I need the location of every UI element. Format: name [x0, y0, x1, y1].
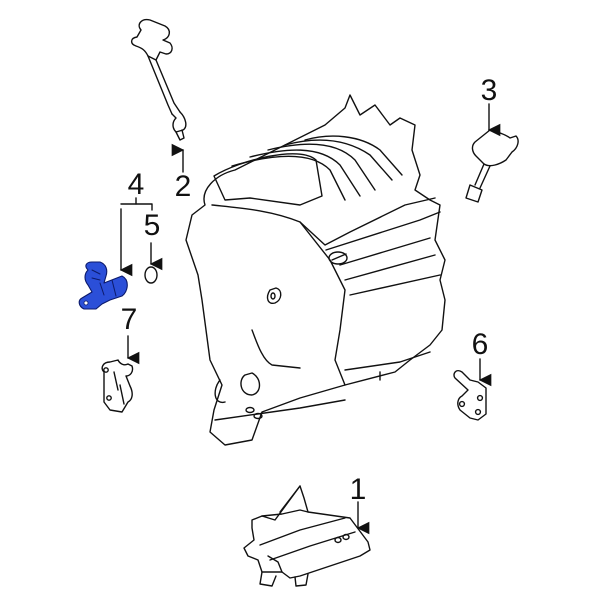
callout-1[interactable]: 1 — [349, 473, 367, 506]
part-5-o-ring[interactable] — [144, 242, 163, 284]
part-6-crankshaft-position-sensor[interactable] — [453, 358, 492, 421]
part-3-ignition-coil-rear[interactable] — [465, 103, 519, 203]
callout-3[interactable]: 3 — [480, 74, 498, 107]
part-2-ignition-coil-front[interactable] — [130, 18, 187, 173]
callout-2[interactable]: 2 — [174, 170, 192, 203]
part-1-engine-mount-bracket[interactable] — [243, 485, 371, 587]
engine-illustration — [185, 94, 446, 446]
callout-5[interactable]: 5 — [143, 209, 161, 242]
callout-7[interactable]: 7 — [120, 303, 138, 336]
callout-6[interactable]: 6 — [471, 328, 489, 361]
callout-4[interactable]: 4 — [127, 168, 145, 201]
part-7-sensor-bracket[interactable] — [101, 335, 140, 413]
part-4-camshaft-position-sensor[interactable] — [78, 197, 153, 310]
